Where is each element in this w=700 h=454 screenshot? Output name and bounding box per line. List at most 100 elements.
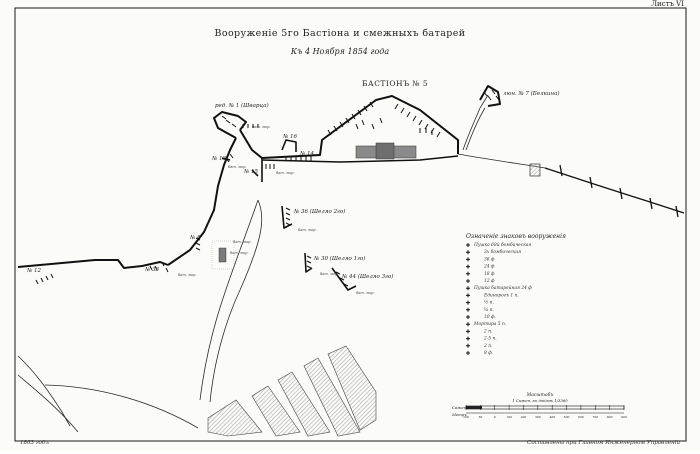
label-redoubt-1: ред. № 1 (Шварца): [215, 102, 269, 109]
label-bastion-5: БАСТIОНЪ № 5: [362, 79, 428, 88]
road-to-lunette: [462, 94, 489, 151]
legend: Означенiе знаковъ вооруженiя Пушка 68й б…: [466, 233, 566, 356]
legend-item: 12 ф: [484, 279, 495, 284]
legend-symbol: [466, 264, 470, 269]
scale-tick-label: 100: [506, 415, 512, 419]
legend-symbol: [466, 293, 470, 298]
road-lower-left-2: [17, 374, 79, 433]
label-battery-16: № 16: [282, 134, 297, 140]
map-title: Вооруженiе 5го Бастiона и смежныхъ батар…: [214, 28, 465, 39]
right-battery-mark: [529, 163, 541, 177]
battery-44-line: [331, 267, 357, 291]
gun-note: бат. мор.: [298, 228, 317, 232]
scale-subtitle: 1 Сажен. въ дюймѣ 1/3360: [512, 398, 568, 403]
scale-tick-label: 700: [592, 415, 598, 419]
battery-30-line: [304, 252, 313, 273]
footer-credit: Составлены при Главном Инженерном Управл…: [527, 440, 680, 446]
line-to-redoubt: [167, 137, 237, 266]
legend-symbol: [466, 351, 470, 355]
roads: [17, 94, 546, 433]
connector: [239, 129, 263, 159]
map-frame: [14, 7, 687, 442]
gun-note: бат. мор.: [228, 165, 247, 169]
legend-item: 10 ф.: [484, 315, 496, 320]
legend-symbol: [466, 336, 470, 341]
legend-item: ½ п.: [484, 300, 494, 306]
label-battery-13: № 13: [211, 156, 226, 162]
scale-tick-label: 0: [494, 415, 496, 419]
label-battery-15: № 15: [243, 169, 258, 175]
legend-item: 2-5 п.: [483, 337, 497, 342]
gun-note: бат. мор.: [276, 171, 295, 175]
road-lower-left: [17, 355, 71, 427]
legend-item: 3х бомбическая: [484, 250, 521, 255]
scale-tick-label: 500: [564, 415, 570, 419]
scale-tick-label: 200: [520, 415, 527, 419]
legend-item: ¼ п.: [484, 307, 494, 313]
legend-item: 2 п.: [483, 344, 492, 349]
road-center-diagonal: [199, 199, 259, 401]
legend-symbol: [466, 307, 470, 312]
legend-item: 24 ф: [483, 265, 495, 270]
scale-left-label: Сажень: [452, 405, 468, 410]
footer-year: 1863 годъ: [20, 440, 49, 446]
legend-symbol: [466, 250, 470, 255]
redoubt-1: [213, 111, 247, 139]
bastion-5-outline: [261, 95, 459, 159]
scale-title: Масштабъ: [526, 391, 554, 398]
legend-symbol: [466, 271, 470, 276]
scale-right-label: Метръ: [451, 412, 467, 417]
scale-tick-label: 50: [478, 415, 482, 419]
legend-item: 8 ф.: [484, 351, 493, 356]
label-battery-33: № 33: [144, 267, 159, 273]
gun-note: бат. мор.: [252, 125, 271, 129]
city-quarters: [207, 345, 377, 437]
legend-symbol: [466, 322, 470, 327]
scale-tick-label: 600: [578, 415, 584, 419]
legend-symbol: [466, 286, 470, 291]
trench-left: [17, 259, 169, 269]
legend-item: 18 ф: [484, 272, 495, 277]
legend-symbol: [466, 343, 470, 348]
scale-tick-label: 400: [548, 415, 555, 419]
gun-symbols: [35, 89, 500, 287]
label-battery-14: № 14: [299, 151, 314, 157]
gun-note: бат. мор.: [320, 272, 339, 276]
legend-item: Пушка 68й бомбическая: [473, 243, 531, 248]
legend-symbol: [466, 329, 470, 334]
legend-symbol: [466, 315, 470, 319]
gun-note: бат. мор.: [233, 240, 252, 244]
small-building: [218, 247, 227, 263]
scale-tick-label: 300: [535, 415, 541, 419]
label-battery-12: № 12: [26, 268, 41, 274]
road-center-diagonal-2: [209, 199, 263, 403]
legend-symbol: [466, 300, 470, 305]
right-line: [544, 164, 685, 218]
label-battery-30: № 30 (Шеляо 1го): [313, 255, 365, 262]
legend-symbol: [466, 257, 470, 262]
lunette-7: [479, 85, 501, 107]
gun-note: бат. мор.: [230, 251, 249, 255]
legend-item: Единорогъ 1 п.: [483, 293, 519, 298]
scale-bar: Масштабъ 1 Сажен. въ дюймѣ 1/3360 Сажень…: [451, 391, 627, 419]
scale-tick-label: 100: [463, 415, 469, 419]
map-subtitle: Къ 4 Ноября 1854 года: [290, 47, 389, 56]
label-lunette-7: люн. № 7 (Белкина): [503, 90, 559, 97]
gun-note: бат. мор.: [178, 273, 197, 277]
defense-line: [17, 85, 501, 291]
legend-title: Означенiе знаковъ вооруженiя: [466, 233, 566, 240]
legend-item: Мортира 5 п.: [473, 322, 506, 327]
label-battery-36: № 36 (Шеляо 2го): [293, 208, 345, 215]
legend-symbol: [466, 243, 470, 247]
bastion-barracks: [355, 142, 417, 160]
road-to-lunette-2: [465, 107, 486, 151]
sheet-label: Листъ VI: [651, 0, 684, 8]
legend-item: 2 п.: [483, 329, 492, 334]
legend-item: 36 ф: [484, 257, 495, 262]
scale-tick-label: 800: [607, 415, 613, 419]
gun-note: бат. мор.: [356, 291, 375, 295]
label-battery-44: № 44 (Шеляо 3го): [341, 273, 393, 280]
battery-36-line: [281, 205, 293, 229]
